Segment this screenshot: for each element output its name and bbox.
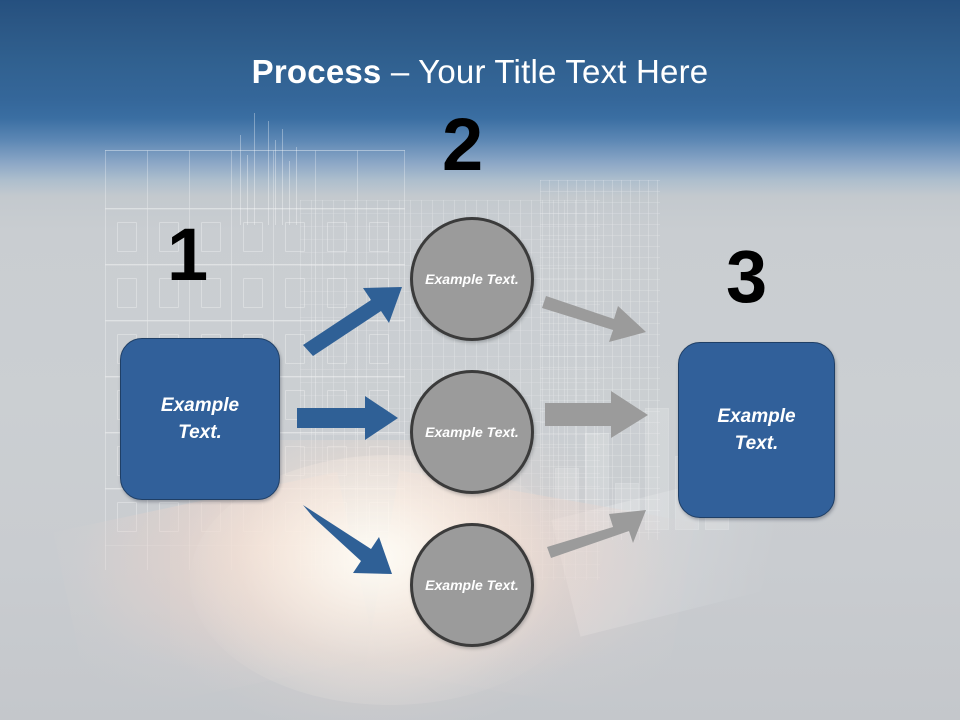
stage3-box-label-line1: Example <box>717 406 796 427</box>
slide-title: Process – Your Title Text Here <box>0 52 960 92</box>
stage3-box-label-line2: Text. <box>734 433 779 454</box>
stage1-box-label: Example Text. <box>161 392 239 446</box>
stage1-box-label-line1: Example <box>160 395 240 416</box>
arrow-circle-mid-to-box-icon <box>545 391 648 438</box>
stage2-circle-top-label-line2: Text. <box>486 270 519 287</box>
step-number-3: 3 <box>726 235 767 318</box>
stage3-box-label: Example Text. <box>717 403 795 457</box>
step-number-1: 1 <box>167 213 208 296</box>
stage2-circle-middle-label-line1: Example <box>425 423 483 440</box>
arrow-box-to-circle-mid-icon <box>297 396 398 440</box>
stage2-circle-bottom-label-line2: Text. <box>486 576 519 593</box>
arrow-box-to-circle-bottom-icon <box>303 505 392 574</box>
slide-title-rest: – Your Title Text Here <box>381 53 709 90</box>
step-number-2: 2 <box>442 103 483 186</box>
stage2-circle-bottom-label: Example Text. <box>425 575 519 596</box>
stage2-circle-top[interactable]: Example Text. <box>410 217 534 341</box>
arrow-circle-bottom-to-box-icon <box>547 510 646 558</box>
stage3-box[interactable]: Example Text. <box>678 342 835 518</box>
stage2-circle-middle[interactable]: Example Text. <box>410 370 534 494</box>
stage2-circle-middle-label: Example Text. <box>425 422 519 443</box>
stage1-box-label-line2: Text. <box>178 422 222 443</box>
arrow-box-to-circle-top-icon <box>303 287 402 356</box>
stage2-circle-bottom-label-line1: Example <box>425 576 483 593</box>
slide-title-bold: Process <box>251 53 382 90</box>
stage2-circle-bottom[interactable]: Example Text. <box>410 523 534 647</box>
stage1-box[interactable]: Example Text. <box>120 338 280 500</box>
stage2-circle-top-label-line1: Example <box>425 270 483 287</box>
arrow-circle-top-to-box-icon <box>542 296 646 342</box>
stage2-circle-middle-label-line2: Text. <box>486 423 519 440</box>
stage2-circle-top-label: Example Text. <box>425 269 519 290</box>
